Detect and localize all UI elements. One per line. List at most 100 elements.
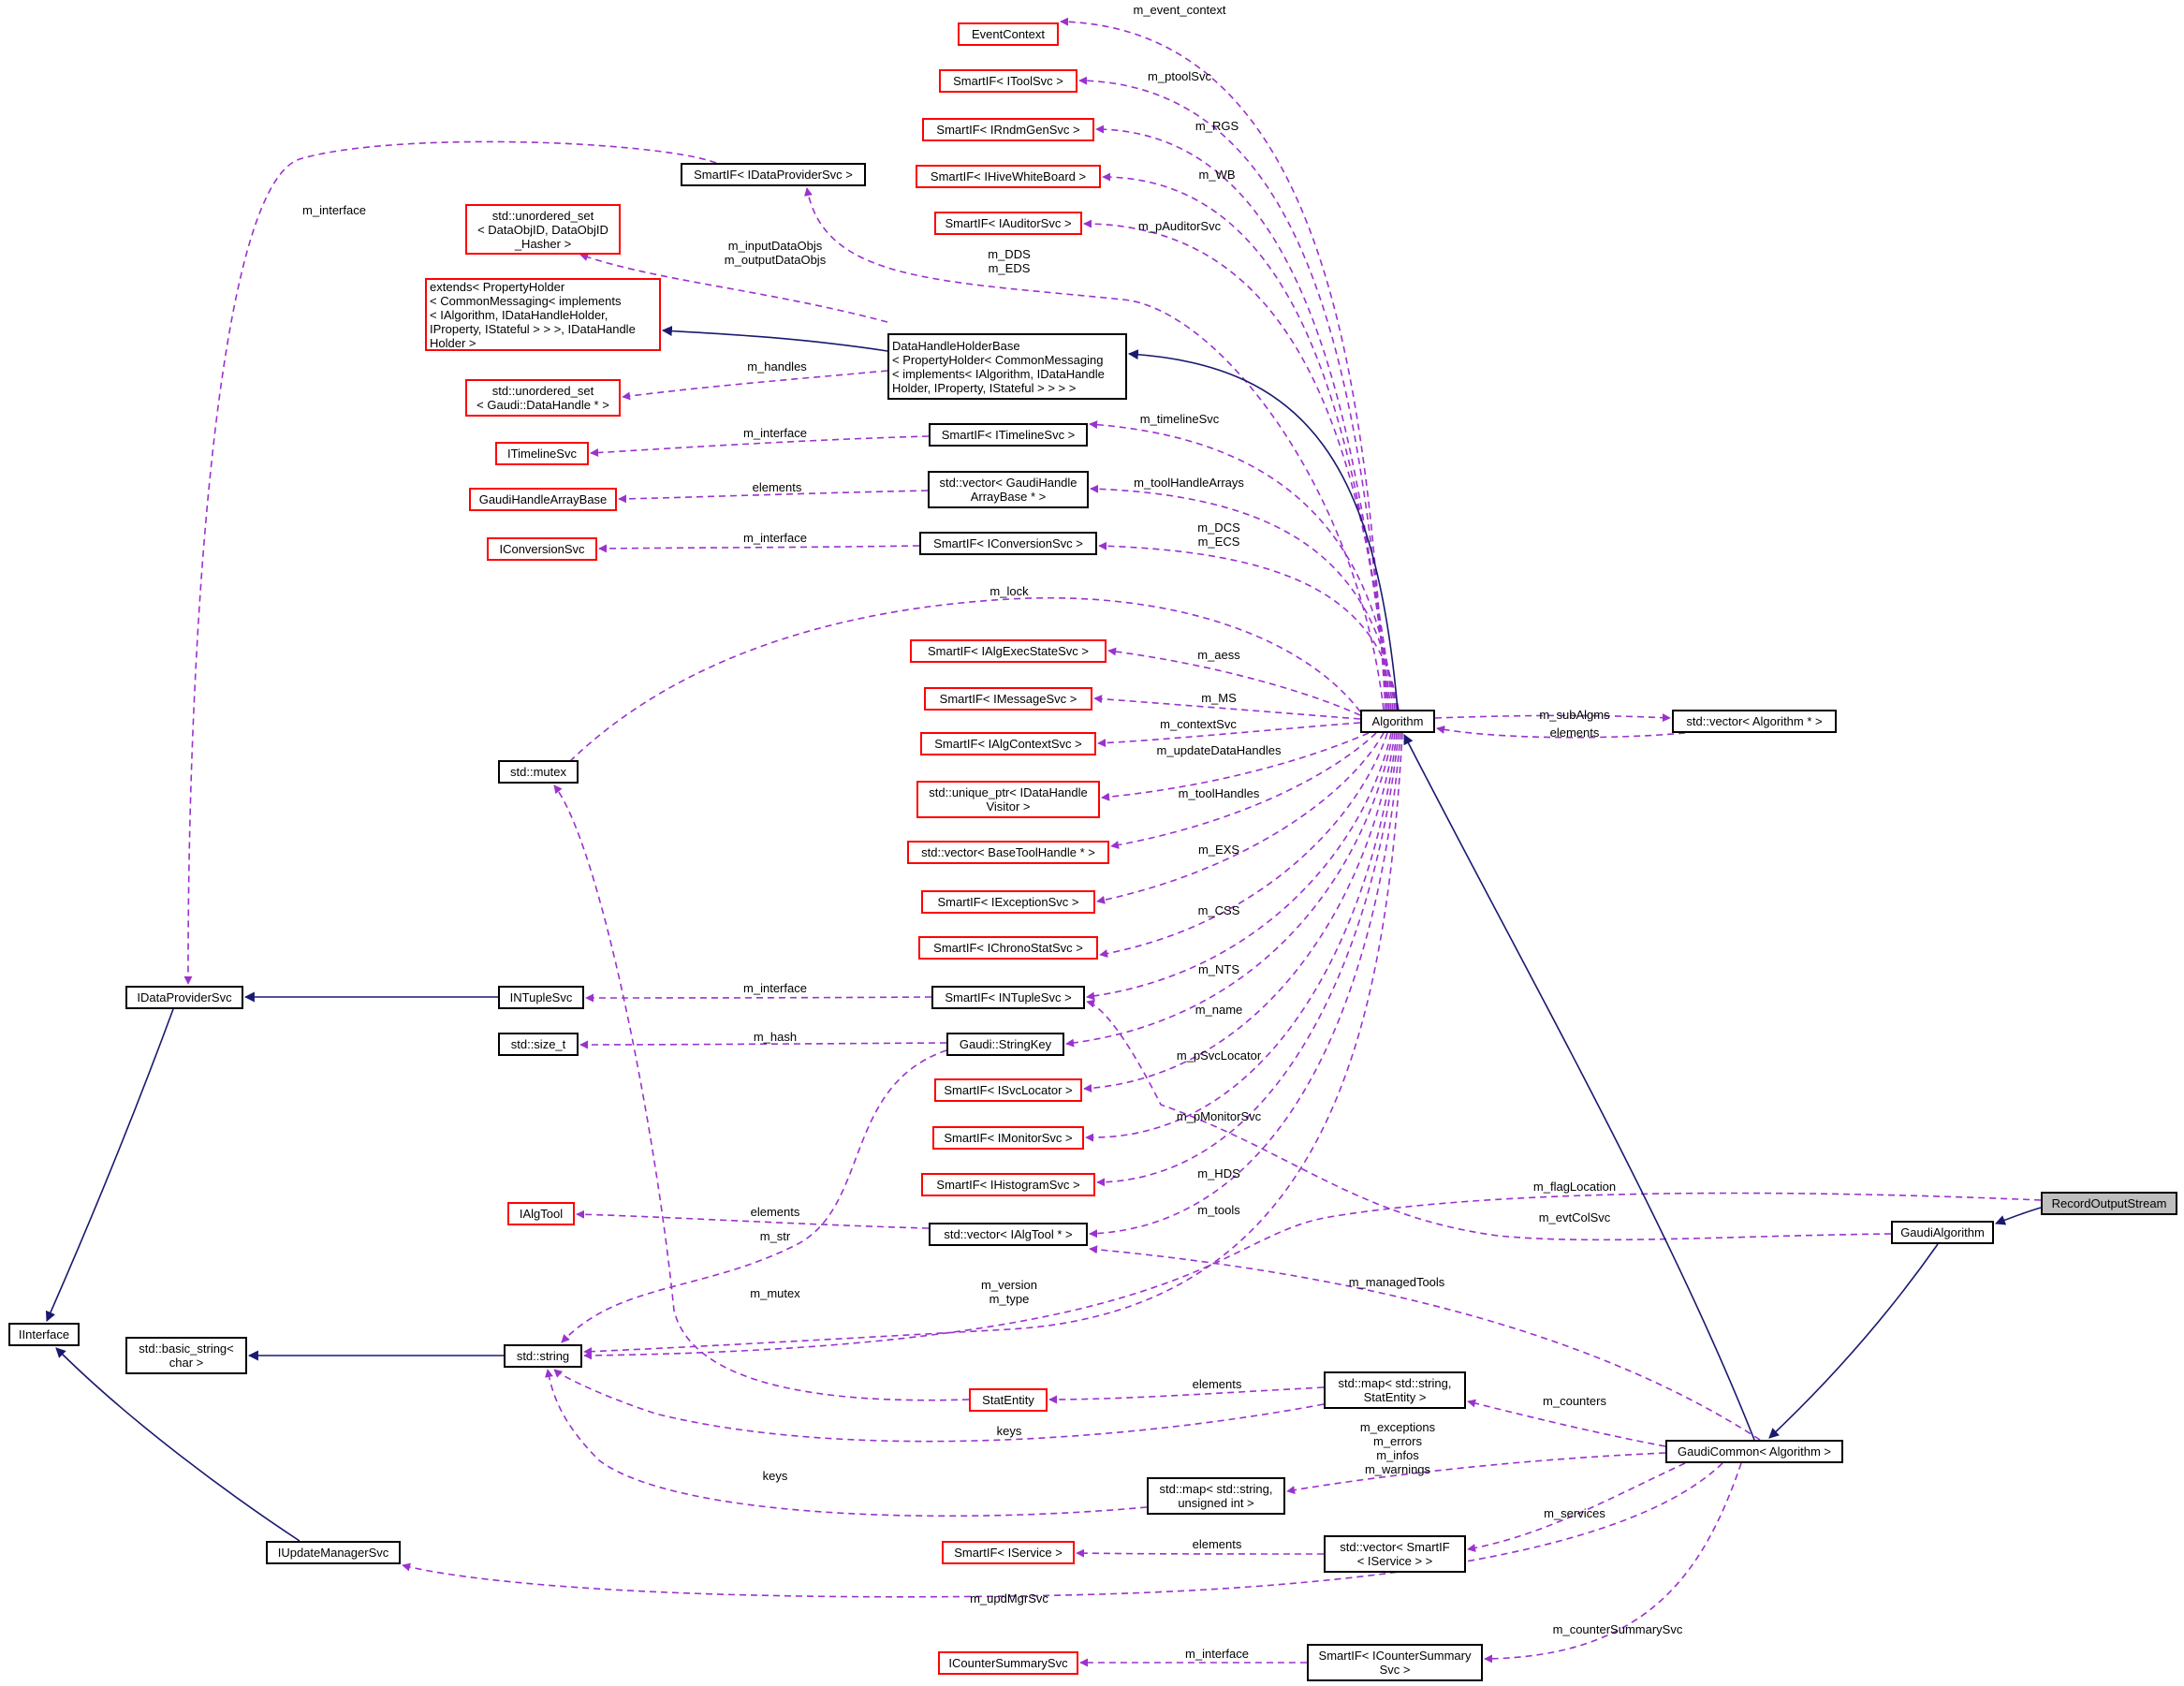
edge-label-m-str: m_str <box>759 1229 791 1243</box>
edge-label-m-psvclocator: m_pSvcLocator <box>1176 1048 1262 1063</box>
node-unordered-set-datahandle[interactable]: std::unordered_set < Gaudi::DataHandle *… <box>465 379 621 417</box>
node-event-context[interactable]: EventContext <box>958 22 1059 46</box>
edge-label-m-toolhandlearrays: m_toolHandleArrays <box>1134 476 1244 490</box>
edge-m-interface-idps <box>183 140 717 985</box>
edge-m-countersummarysvc <box>1484 1462 1742 1664</box>
edge-label-m-nts: m_NTS <box>1197 962 1240 976</box>
node-vector-basetoolhandle[interactable]: std::vector< BaseToolHandle * > <box>907 841 1109 864</box>
node-basic-string[interactable]: std::basic_string< char > <box>125 1337 247 1374</box>
edge-m-mutex <box>553 784 970 1401</box>
node-smartif-ihistogramsvc[interactable]: SmartIF< IHistogramSvc > <box>921 1173 1095 1196</box>
edge-m-dcs-ecs <box>1098 541 1400 711</box>
edge-label-elements-ghab: elements <box>752 480 802 494</box>
node-gaudialgorithm[interactable]: GaudiAlgorithm <box>1891 1221 1994 1244</box>
node-vector-algorithm[interactable]: std::vector< Algorithm * > <box>1672 710 1837 733</box>
edge-m-tools <box>1089 732 1401 1239</box>
node-smartif-irndmgensvc[interactable]: SmartIF< IRndmGenSvc > <box>922 118 1094 141</box>
edge-keys-map-stat <box>553 1369 1325 1443</box>
edge-recordoutput-gaudialg <box>1994 1207 2042 1225</box>
edge-label-m-wb: m_WB <box>1198 168 1236 182</box>
edge-label-m-hash: m_hash <box>753 1030 798 1044</box>
edge-label-m-counters: m_counters <box>1543 1394 1606 1408</box>
edge-label-keys-map-uint: keys <box>762 1469 788 1483</box>
edge-label-m-ptoolsvc: m_ptoolSvc <box>1148 69 1211 83</box>
edge-label-m-ms: m_MS <box>1201 691 1237 705</box>
edge-label-m-timelinesvc: m_timelineSvc <box>1139 412 1220 426</box>
edge-m-evtcolsvc <box>1086 999 1892 1241</box>
node-ialgtool[interactable]: IAlgTool <box>507 1202 575 1225</box>
edge-m-toolhandlearrays <box>1090 484 1398 711</box>
node-vector-ialgtool[interactable]: std::vector< IAlgTool * > <box>929 1223 1088 1246</box>
node-smartif-iconversionsvc[interactable]: SmartIF< IConversionSvc > <box>919 532 1097 555</box>
edge-label-m-version-type: m_version m_type <box>981 1278 1037 1306</box>
edge-m-flaglocation <box>583 1192 2042 1360</box>
edge-label-m-interface-icss: m_interface <box>1185 1647 1249 1661</box>
edge-label-m-event-context: m_event_context <box>1133 3 1226 17</box>
edge-m-contextsvc <box>1097 722 1361 748</box>
node-smartif-itimelinesvc[interactable]: SmartIF< ITimelineSvc > <box>929 423 1088 447</box>
edge-label-m-subalgms: m_subAlgms <box>1539 708 1610 722</box>
node-smartif-iauditorsvc[interactable]: SmartIF< IAuditorSvc > <box>934 212 1082 235</box>
edge-elements-statentity <box>1048 1386 1325 1404</box>
node-smartif-isvclocator[interactable]: SmartIF< ISvcLocator > <box>934 1078 1082 1102</box>
edge-m-aess <box>1107 647 1361 716</box>
node-smartif-itoolsvc[interactable]: SmartIF< IToolSvc > <box>939 69 1077 93</box>
edge-m-lock <box>561 596 1368 770</box>
node-std-string[interactable]: std::string <box>504 1344 582 1368</box>
node-iupdatemanagersvc[interactable]: IUpdateManagerSvc <box>266 1541 401 1564</box>
node-idataprovidersvc[interactable]: IDataProviderSvc <box>125 986 243 1009</box>
edge-m-updmgrsvc <box>402 1462 1723 1598</box>
node-statentity[interactable]: StatEntity <box>969 1388 1048 1412</box>
node-vector-gaudihandlearraybase[interactable]: std::vector< GaudiHandle ArrayBase * > <box>928 471 1089 508</box>
node-smartif-intuplesvc[interactable]: SmartIF< INTupleSvc > <box>931 986 1085 1009</box>
node-unique-ptr-idatahandlevisitor[interactable]: std::unique_ptr< IDataHandle Visitor > <box>916 781 1100 818</box>
edge-label-m-services: m_services <box>1544 1506 1605 1520</box>
node-icountersummarysvc[interactable]: ICounterSummarySvc <box>938 1651 1078 1675</box>
node-map-string-statentity[interactable]: std::map< std::string, StatEntity > <box>1324 1371 1466 1409</box>
edge-label-elements-statentity: elements <box>1192 1377 1242 1391</box>
node-smartif-ichronostatsvc[interactable]: SmartIF< IChronoStatSvc > <box>918 936 1098 960</box>
edge-m-version-type <box>583 732 1403 1356</box>
node-smartif-imessagesvc[interactable]: SmartIF< IMessageSvc > <box>924 687 1092 711</box>
node-smartif-icountersummarysvc[interactable]: SmartIF< ICounterSummary Svc > <box>1307 1644 1483 1681</box>
edge-m-name <box>1065 732 1394 1048</box>
edge-m-exs <box>1096 732 1385 904</box>
edge-label-m-mutex: m_mutex <box>750 1286 800 1300</box>
edge-label-m-rgs: m_RGS <box>1195 119 1239 133</box>
edge-label-m-dds-eds: m_DDS m_EDS <box>988 247 1031 275</box>
node-smartif-ialgexecstatesvc[interactable]: SmartIF< IAlgExecStateSvc > <box>910 639 1107 663</box>
node-std-mutex[interactable]: std::mutex <box>498 760 579 784</box>
node-intuplesvc[interactable]: INTupleSvc <box>498 986 584 1009</box>
node-smartif-imonitorsvc[interactable]: SmartIF< IMonitorSvc > <box>932 1126 1084 1150</box>
edge-label-m-pmonitorsvc: m_pMonitorSvc <box>1176 1109 1262 1123</box>
node-extends-propertyholder[interactable]: extends< PropertyHolder < CommonMessagin… <box>425 278 661 351</box>
edge-m-nts <box>1086 732 1392 1001</box>
node-smartif-idataprovidersvc[interactable]: SmartIF< IDataProviderSvc > <box>681 163 866 186</box>
node-smartif-iexceptionsvc[interactable]: SmartIF< IExceptionSvc > <box>921 890 1095 914</box>
edge-gaudialg-gaudicommon <box>1768 1243 1939 1439</box>
node-smartif-ihivewhiteboard[interactable]: SmartIF< IHiveWhiteBoard > <box>916 165 1101 188</box>
edge-m-css <box>1099 732 1388 958</box>
node-unordered-set-dataobjid[interactable]: std::unordered_set < DataObjID, DataObjI… <box>465 204 621 255</box>
node-itimelinesvc[interactable]: ITimelineSvc <box>495 442 589 465</box>
node-gaudihandlearraybase[interactable]: GaudiHandleArrayBase <box>469 488 617 511</box>
edge-label-m-updmgrsvc: m_updMgrSvc <box>970 1591 1048 1605</box>
node-smartif-iservice[interactable]: SmartIF< IService > <box>942 1541 1075 1564</box>
node-map-string-uint[interactable]: std::map< std::string, unsigned int > <box>1147 1477 1285 1515</box>
node-iconversionsvc[interactable]: IConversionSvc <box>487 537 597 561</box>
node-gaudicommon-algorithm[interactable]: GaudiCommon< Algorithm > <box>1665 1440 1843 1463</box>
node-iinterface[interactable]: IInterface <box>8 1323 80 1346</box>
node-vector-smartif-iservice[interactable]: std::vector< SmartIF < IService > > <box>1324 1535 1466 1573</box>
node-algorithm[interactable]: Algorithm <box>1360 710 1435 733</box>
node-gaudi-stringkey[interactable]: Gaudi::StringKey <box>946 1033 1064 1056</box>
edge-label-m-updatedatahandles: m_updateDataHandles <box>1156 743 1282 757</box>
edge-m-interface-itimeline <box>590 435 930 458</box>
edge-label-m-aess: m_aess <box>1197 648 1240 662</box>
edge-iupdatemgr-iinterface <box>55 1347 300 1542</box>
edge-keys-map-uint <box>545 1369 1148 1517</box>
node-std-size-t[interactable]: std::size_t <box>498 1033 579 1056</box>
node-smartif-ialgcontextsvc[interactable]: SmartIF< IAlgContextSvc > <box>920 732 1096 755</box>
node-recordoutputstream[interactable]: RecordOutputStream <box>2041 1192 2177 1215</box>
edge-m-wb <box>1102 172 1392 711</box>
node-datahandleholderbase[interactable]: DataHandleHolderBase < PropertyHolder< C… <box>887 333 1127 400</box>
